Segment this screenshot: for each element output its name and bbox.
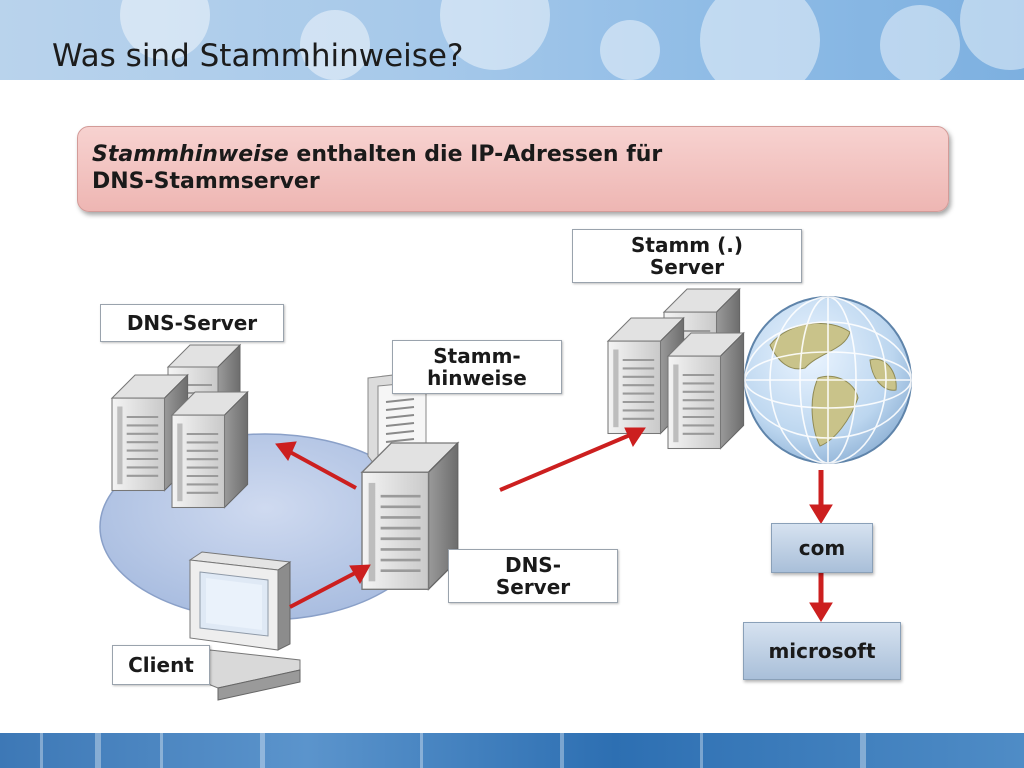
label-dns-server-center: DNS- Server <box>448 549 618 603</box>
banner-italic: Stammhinweise <box>92 142 289 167</box>
banner-rest: enthalten die IP-Adressen für <box>288 142 663 167</box>
arrow-icon <box>499 427 646 492</box>
arrow-icon <box>275 441 357 490</box>
definition-banner: Stammhinweise enthalten die IP-Adressen … <box>77 126 949 212</box>
banner-line2: DNS-Stammserver <box>92 169 320 194</box>
header-band <box>0 0 1024 80</box>
globe-icon <box>744 296 912 464</box>
banner-text: Stammhinweise enthalten die IP-Adressen … <box>92 141 934 195</box>
label-dns-server-left: DNS-Server <box>100 304 284 342</box>
arrow-icon <box>289 564 371 609</box>
arrow-icon <box>809 572 833 622</box>
server-icon <box>170 390 249 509</box>
label-root-server: Stamm (.) Server <box>572 229 802 283</box>
footer-band <box>0 733 1024 768</box>
server-icon <box>360 441 460 591</box>
computer-icon <box>187 551 301 701</box>
domain-com: com <box>771 523 873 573</box>
label-root-hints: Stamm- hinweise <box>392 340 562 394</box>
arrow-icon <box>809 470 833 524</box>
label-client: Client <box>112 645 210 685</box>
slide-title: Was sind Stammhinweise? <box>52 38 464 74</box>
domain-microsoft: microsoft <box>743 622 901 680</box>
server-icon <box>666 331 745 450</box>
